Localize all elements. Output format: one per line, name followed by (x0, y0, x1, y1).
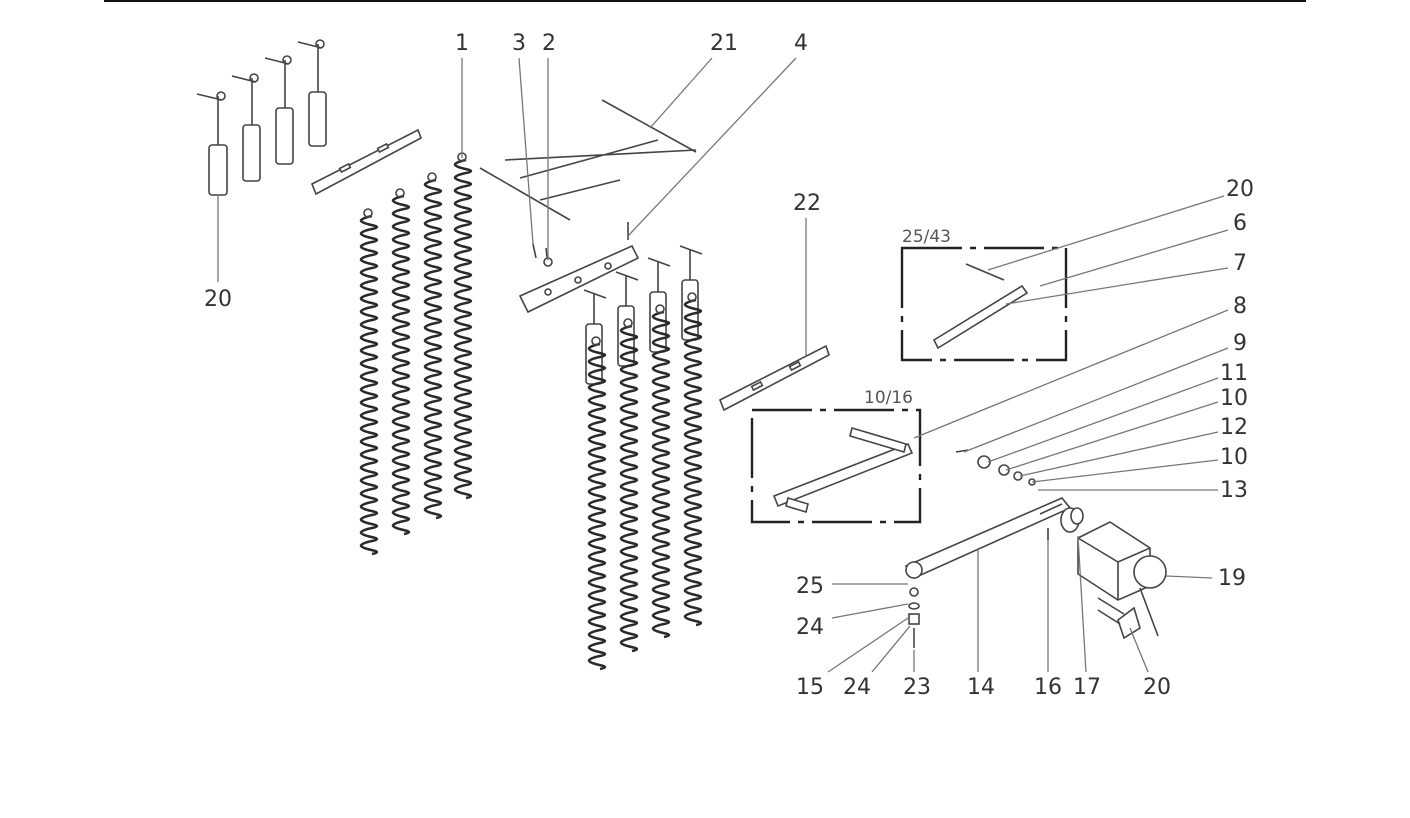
cylinders-group (196, 39, 327, 196)
callout-4: 4 (794, 31, 808, 56)
center-bracket (518, 222, 640, 314)
callout-24-a: 24 (796, 615, 824, 640)
coil-spring (391, 194, 411, 536)
callout-11: 11 (1220, 361, 1248, 386)
coil-spring (359, 214, 379, 556)
coil-spring (619, 324, 639, 653)
detail-box-25-43: 25/43 (900, 227, 1068, 362)
spring-wire (679, 245, 703, 280)
coil-spring (683, 298, 703, 627)
cylinder (196, 91, 228, 196)
spring-wire (647, 257, 671, 292)
callout-16: 16 (1034, 675, 1062, 700)
callout-7: 7 (1233, 251, 1247, 276)
cylinder (264, 55, 294, 165)
bracket-20 (1097, 597, 1141, 640)
callout-labels: 1 3 2 21 4 20 22 20 6 7 8 9 11 10 12 10 … (204, 31, 1254, 700)
callout-1: 1 (455, 31, 469, 56)
slotted-bar-22 (718, 344, 830, 412)
leader-lines (217, 57, 1229, 673)
callout-3: 3 (512, 31, 526, 56)
callout-9: 9 (1233, 331, 1247, 356)
motor-19 (1077, 521, 1167, 637)
callout-13: 13 (1220, 478, 1248, 503)
coupling-17 (1060, 507, 1084, 533)
coil-spring (423, 178, 443, 520)
callout-22: 22 (793, 191, 821, 216)
hardware-stack (955, 449, 1036, 486)
cylinder (231, 73, 261, 182)
callout-20-top-right: 20 (1226, 177, 1254, 202)
callout-10-b: 10 (1220, 445, 1248, 470)
spring-hook (395, 188, 405, 198)
spring-hook (687, 292, 697, 302)
callout-24-b: 24 (843, 675, 871, 700)
springs-left (359, 152, 473, 556)
coil-spring (651, 310, 671, 639)
callout-8: 8 (1233, 294, 1247, 319)
spring-hook (363, 208, 373, 218)
detail-label-25-43: 25/43 (902, 227, 951, 247)
detail-box-10-16: 10/16 (750, 388, 922, 524)
callout-17: 17 (1073, 675, 1101, 700)
coil-spring (587, 342, 607, 671)
spring-hook (427, 172, 437, 182)
callout-14: 14 (967, 675, 995, 700)
springs-right (583, 245, 703, 671)
callout-6: 6 (1233, 211, 1247, 236)
spring-wire (615, 271, 639, 306)
spring-wire (583, 289, 607, 324)
coil-spring (453, 158, 473, 500)
detail-label-10-16: 10/16 (864, 388, 913, 408)
callout-2: 2 (542, 31, 556, 56)
callout-25: 25 (796, 574, 824, 599)
arm-14 (904, 497, 1072, 580)
spring-hook (591, 336, 601, 346)
callout-12: 12 (1220, 415, 1248, 440)
callout-19: 19 (1218, 566, 1246, 591)
fastener-stack (908, 587, 920, 648)
callout-23: 23 (903, 675, 931, 700)
callout-20-left: 20 (204, 287, 232, 312)
slotted-bar-left (310, 128, 422, 196)
frame-21 (479, 99, 697, 221)
spring-hook (623, 318, 633, 328)
callout-15: 15 (796, 675, 824, 700)
cylinder (297, 39, 327, 147)
spring-hook (655, 304, 665, 314)
callout-21: 21 (710, 31, 738, 56)
callout-10-a: 10 (1220, 386, 1248, 411)
callout-20-bottom: 20 (1143, 675, 1171, 700)
